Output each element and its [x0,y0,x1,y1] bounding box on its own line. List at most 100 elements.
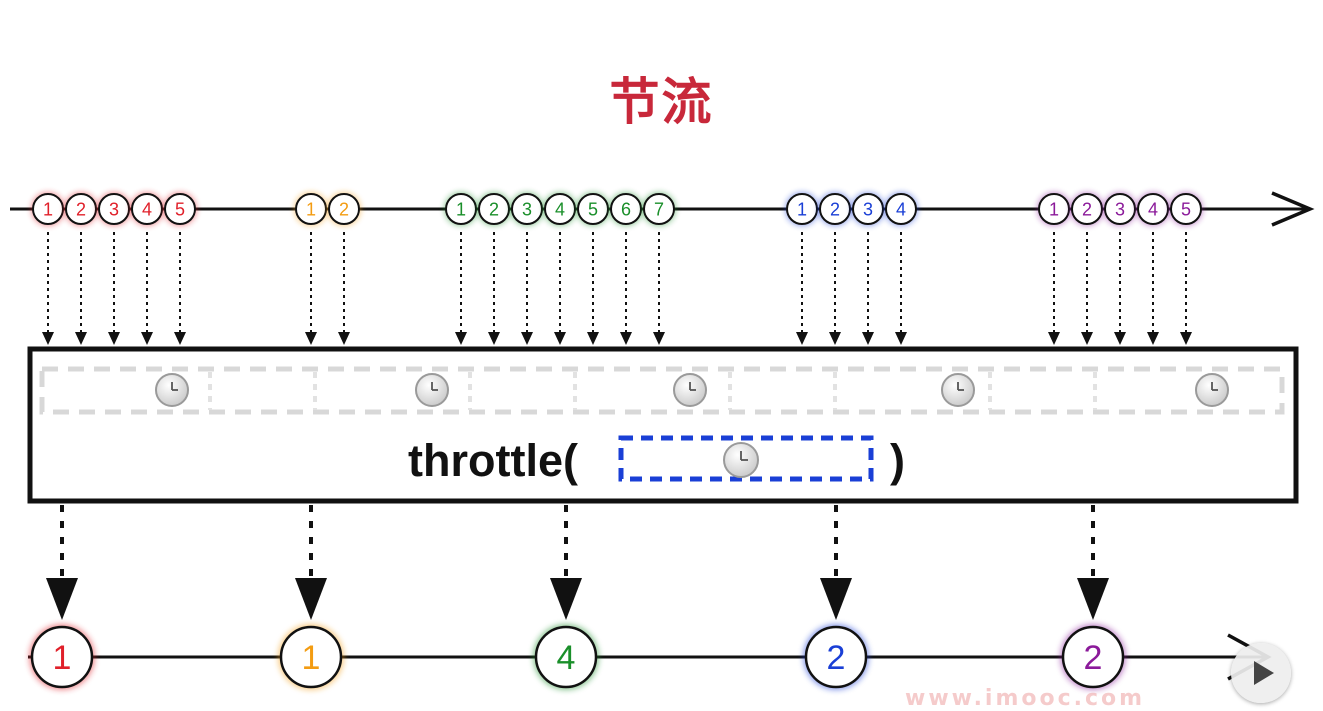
clock-icon [723,442,759,478]
input-connectors [42,232,1192,345]
input-marble: 4 [1136,192,1170,226]
operator-label-close: ) [890,435,905,486]
output-marble-label: 4 [557,639,576,677]
input-marble-circle [511,193,543,225]
input-marble: 4 [884,192,918,226]
input-connector-arrowhead [108,332,120,345]
input-connector-arrowhead [338,332,350,345]
input-marble-label: 2 [1082,200,1092,220]
input-connector-arrowhead [488,332,500,345]
watermark: www.imooc.com [905,686,1146,711]
input-marble-circle [295,193,327,225]
output-connector-arrowhead [46,578,78,620]
input-marble: 2 [1070,192,1104,226]
input-marble-circle [610,193,642,225]
input-marble: 1 [444,192,478,226]
input-marble-label: 1 [797,200,807,220]
input-marble: 4 [130,192,164,226]
input-marble-label: 4 [1148,200,1158,220]
input-connector-arrowhead [862,332,874,345]
input-connector-arrowhead [305,332,317,345]
input-marble-circle [544,193,576,225]
clock-icon [1195,373,1229,407]
input-connector-arrowhead [75,332,87,345]
input-marble: 1 [294,192,328,226]
output-marble-circle [1061,625,1125,689]
input-timeline-arrowhead [1271,191,1315,227]
output-marble-circle [279,625,343,689]
input-connector-arrowhead [141,332,153,345]
diagram-title: 节流 [609,73,714,131]
input-marble-label: 2 [830,200,840,220]
clock-icon [673,373,707,407]
input-marble-circle [1071,193,1103,225]
output-marble-circle [804,625,868,689]
input-marble: 1 [1037,192,1071,226]
output-connector-arrowhead [550,578,582,620]
input-marble-circle [885,193,917,225]
output-marble-label: 1 [302,639,321,677]
output-connector-arrowhead [295,578,327,620]
operator-box [27,346,1299,504]
input-connector-arrowhead [653,332,665,345]
input-marble-label: 5 [175,200,185,220]
input-marble-circle [164,193,196,225]
output-connector-arrowhead [1077,578,1109,620]
input-connector-arrowhead [895,332,907,345]
input-marble-circle [478,193,510,225]
input-connector-arrowhead [1180,332,1192,345]
input-marble: 4 [543,192,577,226]
input-marble-label: 2 [489,200,499,220]
input-marble: 2 [818,192,852,226]
input-marble-label: 1 [43,200,53,220]
input-marble-label: 5 [588,200,598,220]
input-marble-label: 1 [306,200,316,220]
output-marble: 4 [533,624,599,690]
output-connectors [46,505,1109,620]
input-marble-label: 3 [1115,200,1125,220]
input-connector-arrowhead [1081,332,1093,345]
clock-icon [415,373,449,407]
input-marble: 3 [97,192,131,226]
input-marble: 2 [327,192,361,226]
input-marble-circle [1038,193,1070,225]
input-marble-circle [852,193,884,225]
play-icon [1254,661,1274,685]
input-marble-label: 6 [621,200,631,220]
output-marble-label: 1 [53,639,72,677]
input-marble-circle [786,193,818,225]
input-marble-label: 4 [142,200,152,220]
input-connector-arrowhead [174,332,186,345]
output-marbles: 1 1 4 2 2 [29,624,1126,690]
input-connector-arrowhead [42,332,54,345]
input-marble: 1 [785,192,819,226]
input-connector-arrowhead [554,332,566,345]
output-marble: 2 [1060,624,1126,690]
clock-icon [941,373,975,407]
output-marble-label: 2 [1084,639,1103,677]
play-button[interactable] [1231,643,1291,703]
input-connector-arrowhead [796,332,808,345]
input-connector-arrowhead [620,332,632,345]
input-marble-label: 2 [339,200,349,220]
input-marble-label: 4 [896,200,906,220]
input-marble-circle [819,193,851,225]
output-marble: 2 [803,624,869,690]
throttle-window-clocks [155,373,1229,407]
output-connector-arrowhead [820,578,852,620]
clock-icon [155,373,189,407]
input-marble-label: 5 [1181,200,1191,220]
input-connector-arrowhead [521,332,533,345]
input-marble-label: 2 [76,200,86,220]
output-marble-label: 2 [827,639,846,677]
input-connector-arrowhead [587,332,599,345]
input-connector-arrowhead [829,332,841,345]
timer-box [618,435,874,482]
output-marble-circle [30,625,94,689]
input-marble: 2 [64,192,98,226]
input-marble: 5 [1169,192,1203,226]
output-marble: 1 [278,624,344,690]
input-marble-circle [1104,193,1136,225]
